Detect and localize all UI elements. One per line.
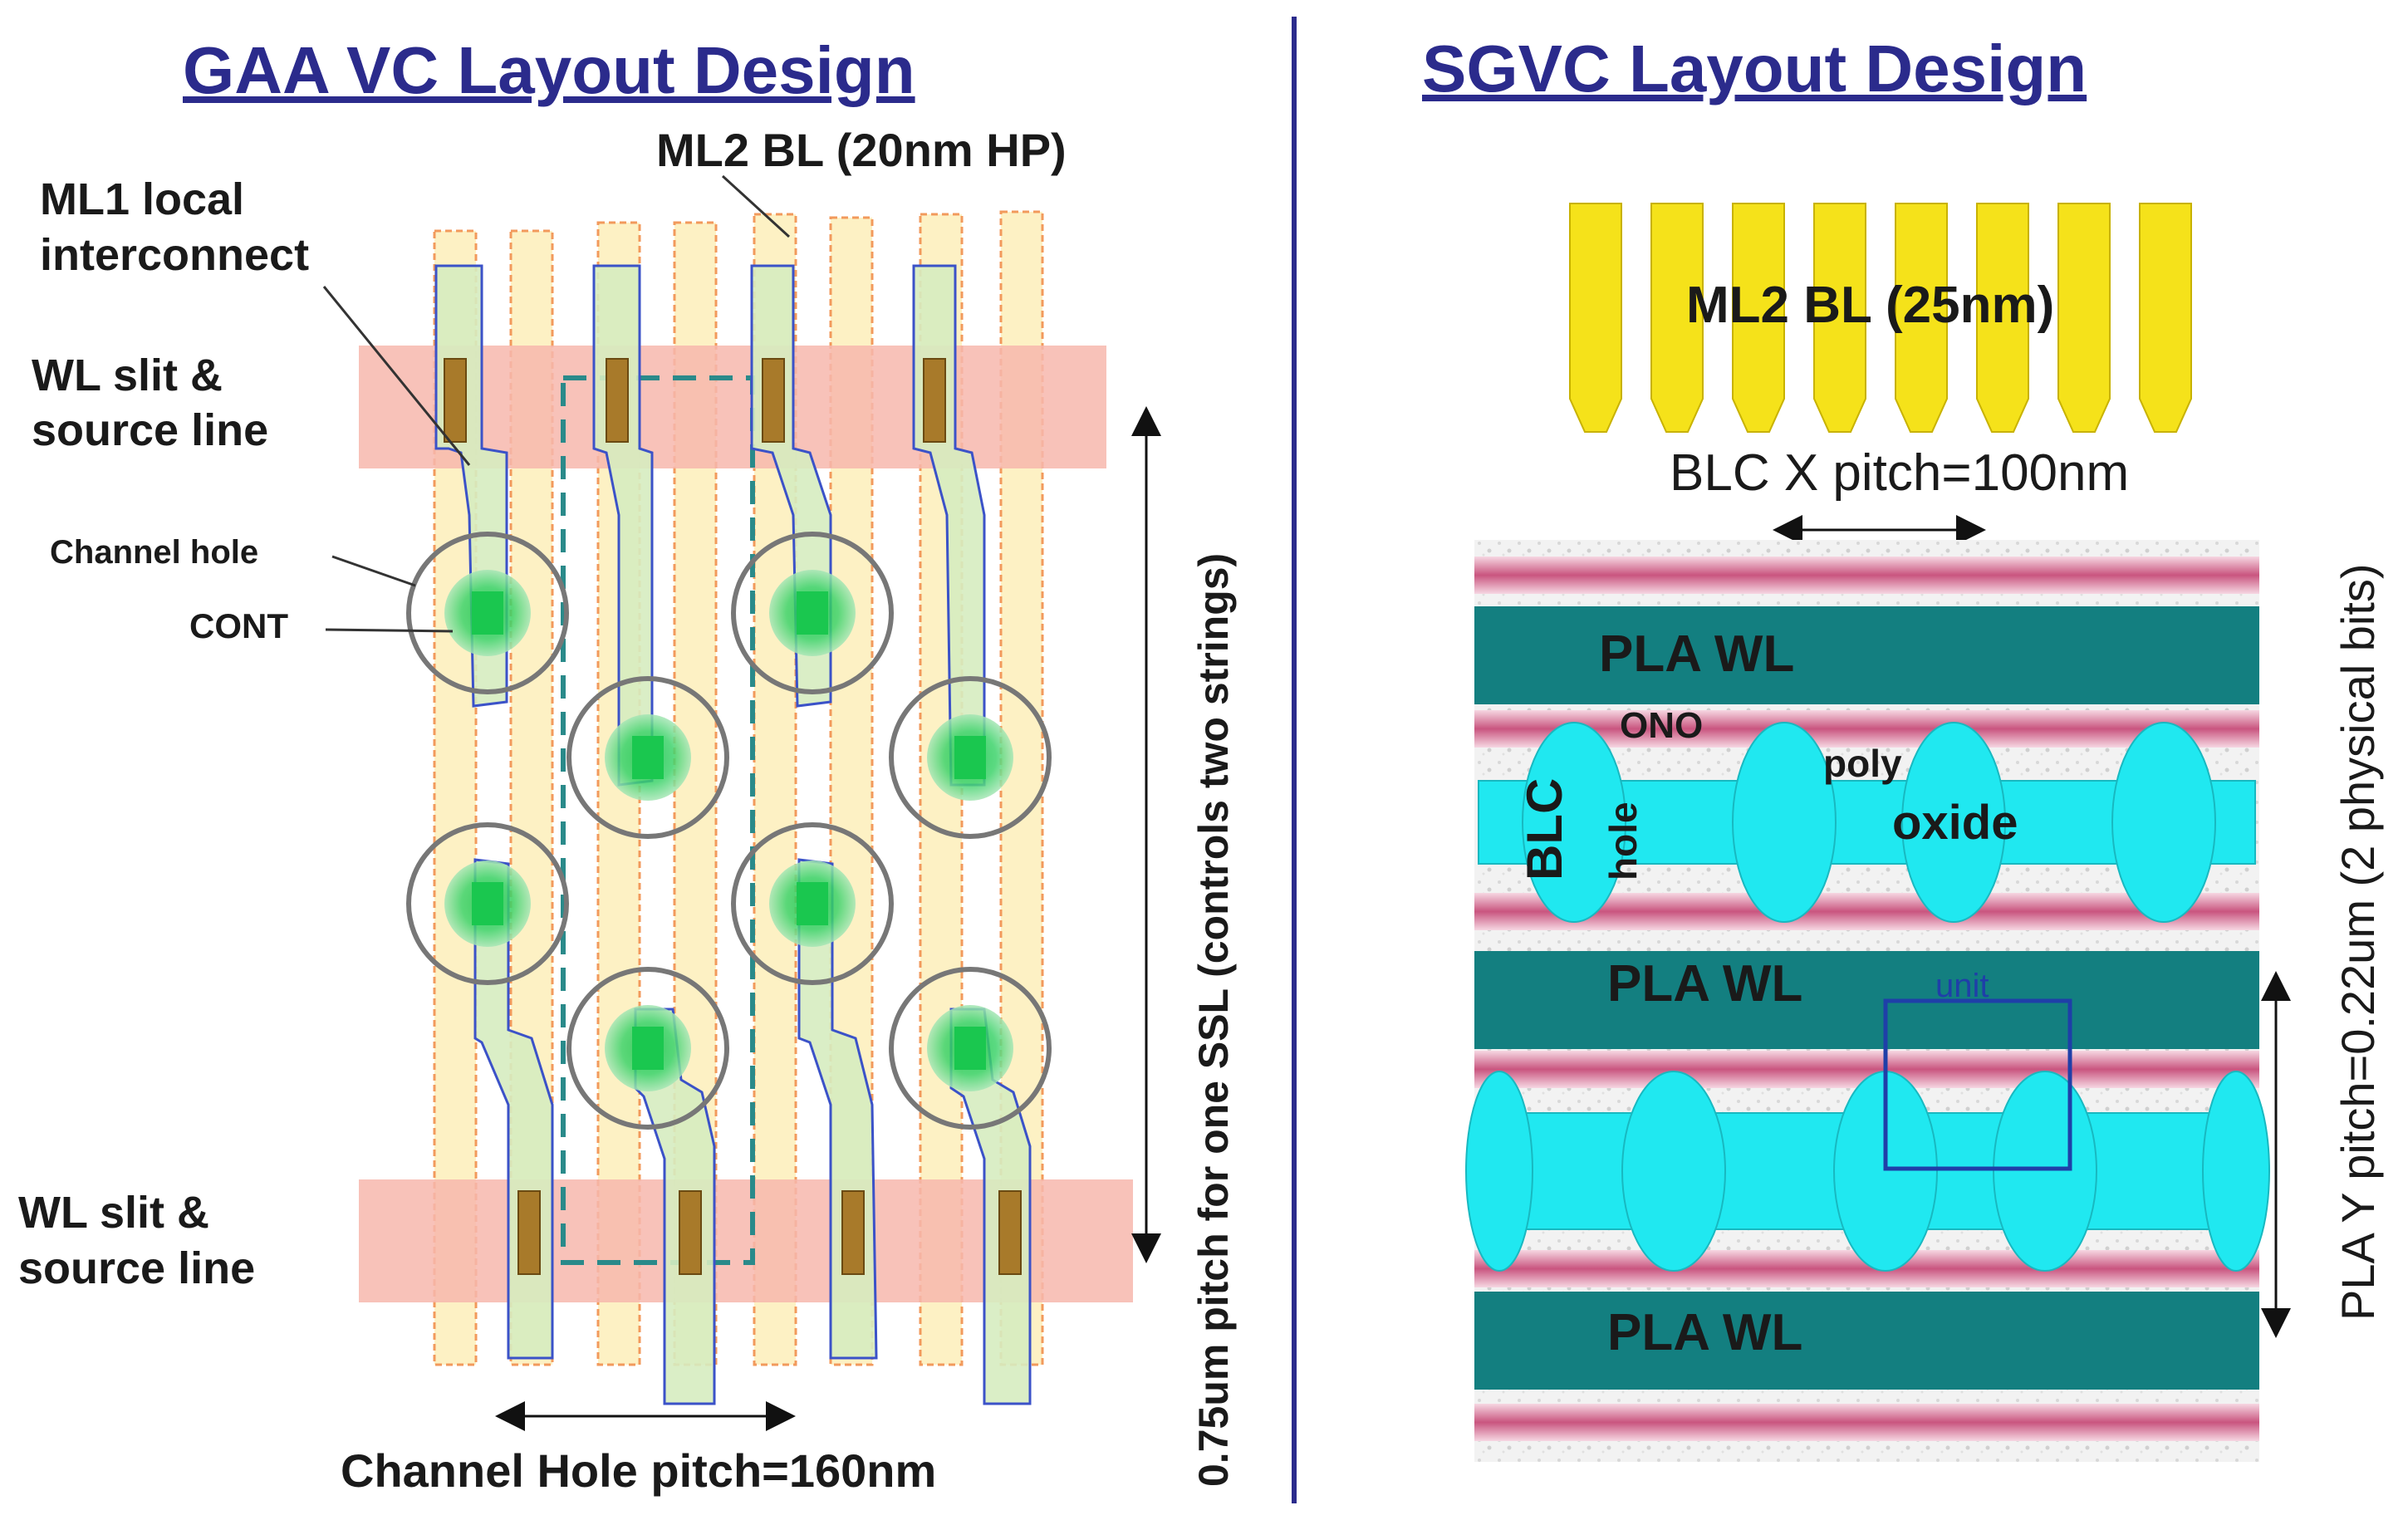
pla-wl-label-2: PLA WL — [1607, 955, 1802, 1013]
ml2-bitline-bar — [1813, 203, 1866, 433]
blc-hole — [1621, 1071, 1726, 1272]
pla-pitch-label: PLA Y pitch=0.22um (2 physical bits) — [2332, 563, 2384, 1321]
blc-hole — [1993, 1071, 2097, 1272]
ml2-bitline-bar — [1895, 203, 1948, 433]
pla-wl-band-1 — [1474, 606, 2259, 704]
ml2-bitline-bar — [1650, 203, 1704, 433]
ml2-bitline-bar — [2139, 203, 2192, 433]
ml1-label-line1: ML1 local — [40, 174, 244, 224]
wl-top-label-line1: WL slit & — [32, 351, 223, 400]
pla-wl-band-2 — [1474, 951, 2259, 1049]
wl-top-label-line2: source line — [32, 405, 268, 455]
contact-pad — [679, 1190, 702, 1275]
contact-pad — [762, 358, 785, 443]
ml2-bl-label: ML2 BL (20nm HP) — [656, 124, 1067, 176]
pink-stripe — [1474, 1404, 2259, 1441]
blc-hole — [1732, 722, 1837, 923]
unit-cell-box — [1883, 998, 2072, 1171]
oxide-label: oxide — [1892, 796, 2018, 850]
ch-pitch-label: Channel Hole pitch=160nm — [341, 1444, 936, 1497]
blc-hole — [2202, 1071, 2270, 1272]
cont-label: CONT — [189, 606, 288, 645]
wl-bottom-label-line2: source line — [18, 1243, 255, 1293]
pink-stripe — [1474, 557, 2259, 594]
ml1-label-line2: interconnect — [40, 230, 309, 280]
wl-bottom-label-line1: WL slit & — [18, 1188, 209, 1238]
ml2-bl-25-label: ML2 BL (25nm) — [1686, 277, 2054, 334]
blc-hole — [1465, 1071, 1533, 1272]
ml2-bitline-bars — [1569, 203, 2192, 433]
left-panel-title: GAA VC Layout Design — [183, 33, 915, 107]
source-contacts — [444, 358, 1022, 1275]
channel-hole — [406, 822, 569, 985]
pink-stripe — [1474, 710, 2259, 748]
channel-hole — [406, 532, 569, 694]
channel-hole — [889, 967, 1052, 1130]
channel-hole-leader — [331, 555, 416, 587]
pla-wl-label-3: PLA WL — [1607, 1304, 1802, 1361]
pla-wl-label-1: PLA WL — [1599, 625, 1794, 683]
ssl-pitch-label: 0.75um pitch for one SSL (controls two s… — [1190, 553, 1237, 1487]
ssl-dashed-box — [561, 375, 755, 1265]
channel-hole — [566, 967, 729, 1130]
blc-label: BLC — [1517, 778, 1572, 880]
ml1-leader — [322, 286, 471, 466]
ml2-bitline-bar — [1976, 203, 2029, 433]
channel-hole — [566, 676, 729, 839]
right-panel: SGVC Layout Design ML2 BL (25nm) BLC X p… — [1422, 32, 2384, 1462]
contact-pad — [517, 1190, 541, 1275]
contact-pad — [923, 358, 946, 443]
hole-label: hole — [1601, 802, 1645, 880]
contact-pad — [998, 1190, 1022, 1275]
ml2-bitline-bar — [1569, 203, 1622, 433]
poly-label: poly — [1823, 742, 1902, 785]
blc-row-upper — [1478, 722, 2256, 923]
pla-wl-band-3 — [1474, 1292, 2259, 1390]
channel-hole — [731, 822, 894, 985]
channel-holes — [406, 532, 1052, 1130]
channel-hole — [731, 532, 894, 694]
contact-pad — [606, 358, 629, 443]
blc-hole — [2111, 722, 2216, 923]
blc-hole — [1522, 722, 1626, 923]
ono-label: ONO — [1620, 705, 1703, 746]
right-panel-title: SGVC Layout Design — [1422, 32, 2087, 105]
contact-pad — [841, 1190, 865, 1275]
left-panel: GAA VC Layout Design — [18, 33, 1237, 1497]
channel-hole-label: Channel hole — [50, 534, 258, 571]
blc-pitch-label: BLC X pitch=100nm — [1670, 444, 2129, 502]
ml2-bitline-bar — [1732, 203, 1785, 433]
contact-pad — [444, 358, 467, 443]
ml2-bitline-bar — [2057, 203, 2111, 433]
cont-leader — [325, 628, 454, 633]
unit-label: unit — [1935, 968, 1989, 1004]
channel-hole — [889, 676, 1052, 839]
blc-hole — [1901, 722, 2006, 923]
ml2-bl-leader — [721, 174, 791, 238]
